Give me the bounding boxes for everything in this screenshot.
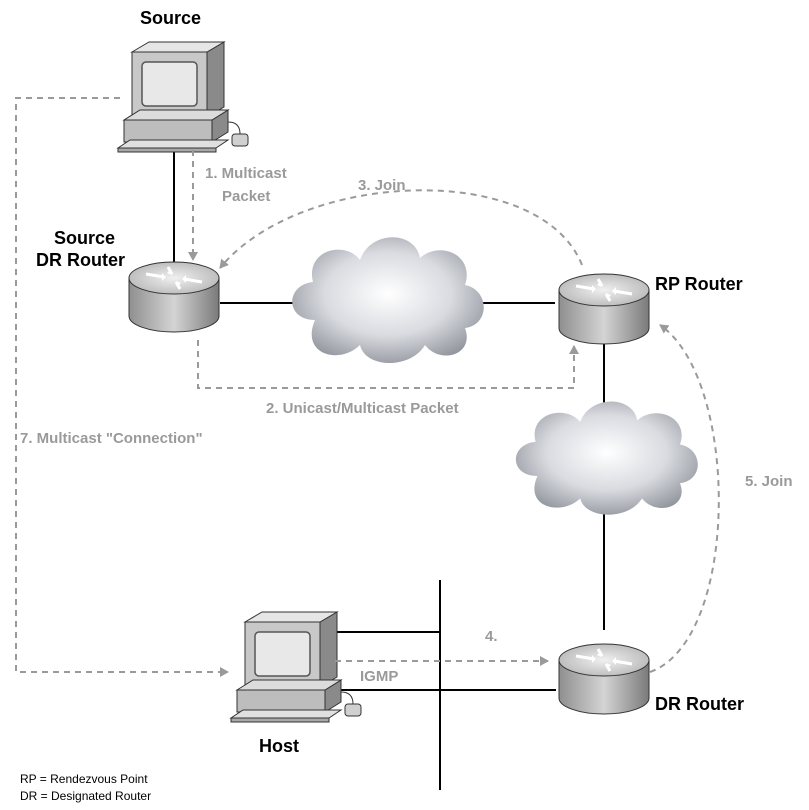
- legend-dr: DR = Designated Router: [20, 789, 152, 803]
- source-computer-icon: [117, 41, 249, 153]
- igmp-label: IGMP: [360, 668, 399, 685]
- rp-router-icon: [557, 272, 651, 346]
- rp-router-label: RP Router: [655, 274, 743, 294]
- source-dr-label-line1: Source: [54, 228, 116, 248]
- source-label: Source: [140, 8, 202, 28]
- dr-router-icon: [557, 642, 651, 716]
- flow-arrows: [15, 97, 720, 677]
- step1-label-line1: 1. Multicast: [205, 165, 287, 182]
- network-links: [173, 148, 605, 790]
- source-dr-router-icon: [127, 260, 221, 334]
- step5-label: 5. Join: [745, 473, 793, 490]
- step3-arrow: [219, 189, 583, 269]
- network-cloud-lower: [515, 401, 698, 515]
- dr-router-label: DR Router: [655, 694, 744, 714]
- step1-label-line2: Packet: [222, 188, 271, 205]
- source-dr-label-line2: DR Router: [36, 250, 125, 270]
- network-cloud-upper: [292, 237, 484, 364]
- step2-arrow: [197, 340, 579, 389]
- step5-arrow: [649, 324, 720, 673]
- host-label: Host: [259, 736, 299, 756]
- step7-label: 7. Multicast "Connection": [20, 430, 203, 447]
- step3-label: 3. Join: [358, 177, 406, 194]
- step2-label: 2. Unicast/Multicast Packet: [266, 400, 459, 417]
- step7-arrow: [15, 97, 229, 677]
- host-computer-icon: [230, 611, 362, 723]
- legend-rp: RP = Rendezvous Point: [20, 772, 148, 786]
- step4-label: 4.: [485, 628, 498, 645]
